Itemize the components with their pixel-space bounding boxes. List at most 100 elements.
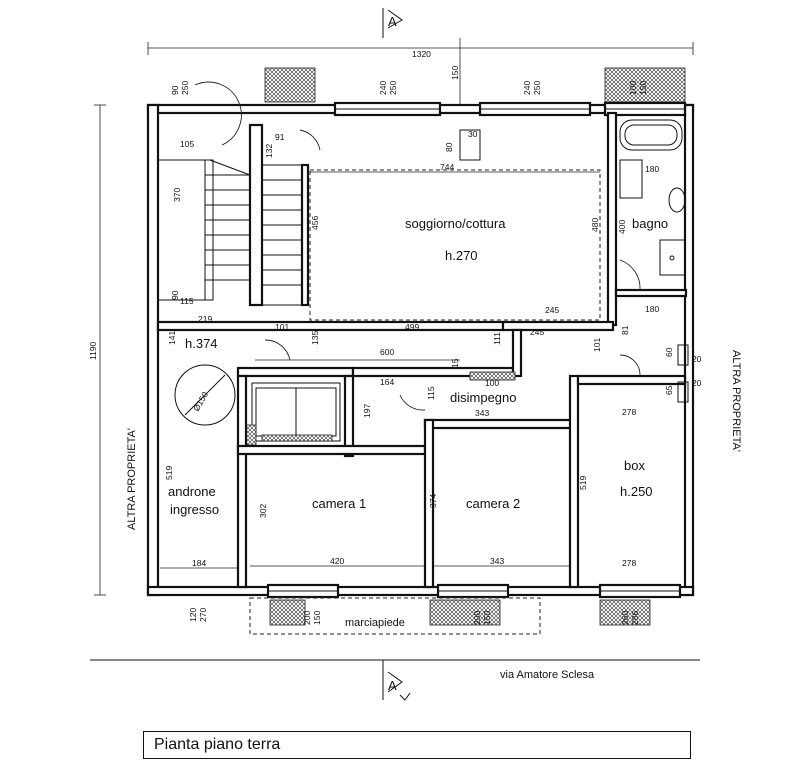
column [459,129,481,161]
svg-text:80: 80 [444,142,454,152]
room-disimpegno-label: disimpegno [450,390,517,405]
svg-text:200: 200 [472,611,482,625]
svg-text:101: 101 [275,322,289,332]
svg-text:60: 60 [664,347,674,357]
svg-text:141: 141 [167,331,177,345]
svg-text:250: 250 [180,81,190,95]
svg-text:278: 278 [622,407,636,417]
sidewalk-area [249,597,541,635]
svg-text:270: 270 [198,608,208,622]
svg-text:135: 135 [310,331,320,345]
bottom-windows [266,583,682,599]
stair-left [157,81,264,307]
svg-text:115: 115 [426,386,436,400]
svg-text:302: 302 [258,504,268,518]
svg-text:150: 150 [450,66,460,80]
svg-text:245: 245 [545,305,559,315]
svg-text:150: 150 [482,611,492,625]
svg-text:15: 15 [450,358,460,368]
planter-top-left [264,67,316,103]
svg-text:164: 164 [380,377,394,387]
top-windows [333,101,687,117]
street-name: via Amatore Sclesa [500,669,595,681]
svg-text:81: 81 [620,325,630,335]
svg-text:343: 343 [475,408,489,418]
sidewalk-label: marciapiede [345,617,405,629]
section-marker-top: A [382,8,403,38]
lift-unit [245,382,341,446]
room-h374-label: h.374 [185,336,218,351]
svg-text:420: 420 [330,556,344,566]
svg-text:519: 519 [578,476,588,490]
room-bagno-label: bagno [632,216,668,231]
svg-text:65: 65 [664,385,674,395]
svg-text:240: 240 [378,81,388,95]
svg-text:343: 343 [490,556,504,566]
room-androne-label: androne [168,484,216,499]
svg-text:1190: 1190 [88,341,98,360]
svg-text:400: 400 [617,220,627,234]
svg-text:370: 370 [172,188,182,202]
svg-text:101: 101 [592,338,602,352]
turning-circle [174,364,236,426]
svg-text:250: 250 [532,81,542,95]
room-camera1-label: camera 1 [312,496,366,511]
soggiorno-area [309,169,601,321]
svg-text:499: 499 [405,322,419,332]
neighbor-label-right: ALTRA PROPRIETA' [730,350,742,452]
svg-text:1320: 1320 [412,49,431,59]
svg-text:115: 115 [180,296,194,306]
svg-text:90: 90 [170,85,180,95]
svg-text:A: A [388,678,397,693]
dimension-overall-width: 1320 150 [147,38,694,105]
svg-text:197: 197 [362,404,372,418]
room-box-label: box [624,458,645,473]
svg-text:184: 184 [192,558,206,568]
room-box-height: h.250 [620,484,653,499]
svg-text:519: 519 [164,466,174,480]
svg-text:600: 600 [380,347,394,357]
svg-text:245: 245 [530,327,544,337]
neighbor-label-left: ALTRA PROPRIETA' [126,428,138,530]
svg-text:132: 132 [264,144,274,158]
svg-text:20: 20 [692,378,702,388]
svg-text:150: 150 [638,81,648,95]
caption-box: Pianta piano terra [143,731,691,759]
svg-text:744: 744 [440,162,454,172]
room-ingresso-label: ingresso [170,502,219,517]
svg-text:30: 30 [468,129,478,139]
svg-text:240: 240 [522,81,532,95]
svg-text:111: 111 [492,332,502,345]
dimension-overall-height: 1190 [88,104,106,596]
wall-mid [156,320,505,332]
bathroom-fixtures [619,119,686,276]
svg-text:260: 260 [620,611,630,625]
svg-text:90: 90 [170,290,180,300]
room-soggiorno-height: h.270 [445,248,478,263]
wall-soggiorno-right [606,111,618,327]
wall-bagno-bottom [614,288,688,298]
svg-text:480: 480 [590,218,600,232]
svg-text:180: 180 [645,164,659,174]
section-marker-bottom: A [382,660,411,701]
svg-text:100: 100 [628,81,638,95]
svg-text:456: 456 [310,216,320,230]
planter-top-right [604,67,686,103]
svg-text:20: 20 [692,354,702,364]
svg-text:180: 180 [645,304,659,314]
svg-text:120: 120 [188,608,198,622]
svg-text:219: 219 [198,314,212,324]
svg-text:105: 105 [180,139,194,149]
svg-text:A: A [388,14,397,29]
room-soggiorno-label: soggiorno/cottura [405,216,506,231]
room-camera2-label: camera 2 [466,496,520,511]
stair-inner [261,129,321,307]
svg-text:100: 100 [485,378,499,388]
svg-text:286: 286 [630,611,640,625]
svg-text:91: 91 [275,132,285,142]
svg-text:374: 374 [428,494,438,508]
caption-text: Pianta piano terra [154,736,281,753]
svg-text:278: 278 [622,558,636,568]
svg-text:250: 250 [388,81,398,95]
